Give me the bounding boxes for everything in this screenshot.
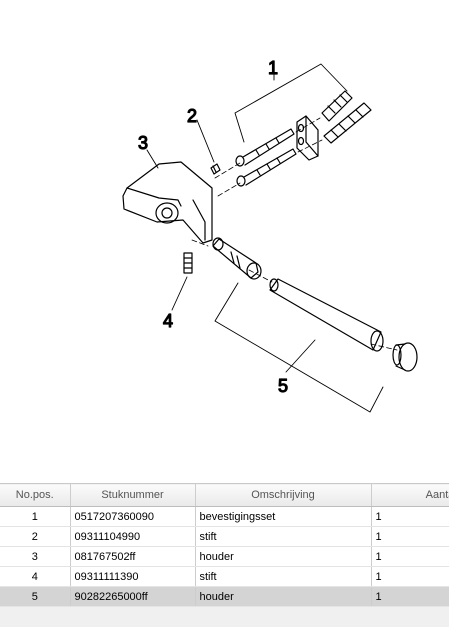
cell-part-number: 09311104990 — [70, 526, 196, 547]
cell-description: bevestigingsset — [195, 506, 372, 527]
cell-quantity: 1 — [371, 586, 449, 607]
exploded-parts-diagram: 1 2 3 4 5 — [122, 57, 418, 413]
wall-plate — [296, 115, 319, 161]
column-header-position[interactable]: No.pos. — [0, 483, 71, 507]
cell-quantity: 1 — [371, 506, 449, 527]
cell-quantity: 1 — [371, 566, 449, 587]
cell-quantity: 1 — [371, 546, 449, 567]
column-header-quantity[interactable]: Aantal c — [371, 483, 449, 507]
cell-position: 4 — [0, 566, 71, 587]
roll-bar — [269, 278, 384, 352]
cell-position: 1 — [0, 506, 71, 527]
callout-5: 5 — [278, 376, 288, 396]
cell-description: stift — [195, 526, 372, 547]
cell-description: stift — [195, 566, 372, 587]
table-row[interactable]: 2 09311104990 stift 1 — [0, 526, 449, 547]
cell-part-number: 081767502ff — [70, 546, 196, 567]
end-knob — [392, 342, 418, 372]
callout-leaders — [146, 63, 384, 413]
cell-position: 5 — [0, 586, 71, 607]
table-row-selected[interactable]: 5 90282265000ff houder 1 — [0, 586, 449, 607]
cell-position: 3 — [0, 546, 71, 567]
callout-4: 4 — [163, 311, 173, 331]
alignment-lines — [191, 117, 398, 351]
cell-part-number: 90282265000ff — [70, 586, 196, 607]
set-screw-small — [210, 163, 221, 175]
table-header-row: No.pos. Stuknummer Omschrijving Aantal c — [0, 483, 449, 507]
cell-position: 2 — [0, 526, 71, 547]
parts-list-table: No.pos. Stuknummer Omschrijving Aantal c… — [0, 483, 449, 627]
cell-description: houder — [195, 546, 372, 567]
table-row[interactable]: 4 09311111390 stift 1 — [0, 566, 449, 587]
threaded-pin — [183, 252, 193, 274]
cell-part-number: 09311111390 — [70, 566, 196, 587]
column-header-description[interactable]: Omschrijving — [195, 483, 372, 507]
wall-anchors — [321, 90, 372, 144]
callout-3: 3 — [138, 133, 148, 153]
cell-part-number: 0517207360090 — [70, 506, 196, 527]
sleeve — [212, 237, 262, 280]
screws — [235, 128, 297, 187]
column-header-part-number[interactable]: Stuknummer — [70, 483, 196, 507]
table-row[interactable]: 1 0517207360090 bevestigingsset 1 — [0, 506, 449, 527]
table-row[interactable]: 3 081767502ff houder 1 — [0, 546, 449, 567]
callout-2: 2 — [187, 106, 197, 126]
callout-1: 1 — [268, 58, 278, 78]
holder-body — [122, 161, 213, 244]
cell-description: houder — [195, 586, 372, 607]
cell-quantity: 1 — [371, 526, 449, 547]
